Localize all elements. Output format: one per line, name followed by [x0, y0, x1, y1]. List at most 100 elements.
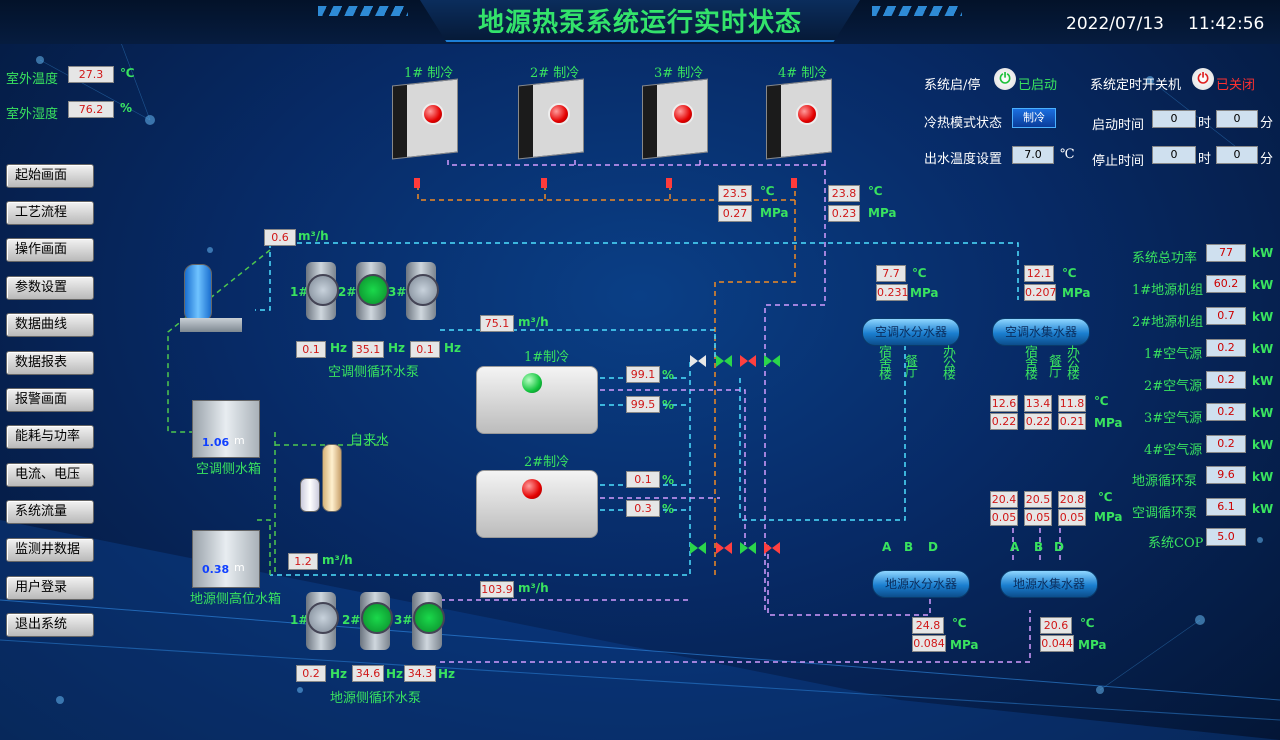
- gs-supply-temp-unit: ℃: [952, 616, 967, 630]
- gs-tank-level-unit: m: [234, 561, 245, 574]
- nav-start[interactable]: 起始画面: [6, 164, 94, 188]
- nav-current-voltage[interactable]: 电流、电压: [6, 463, 94, 487]
- ac-makeup-flow: 0.6: [264, 229, 296, 246]
- gs-supply-pressure-unit: MPa: [950, 638, 979, 652]
- gs-pump-1-hz-unit: Hz: [330, 667, 348, 681]
- mode-button[interactable]: 制冷: [1012, 108, 1056, 128]
- outlet-temp-unit: ℃: [1060, 147, 1075, 162]
- gs-branch-b-pressure: 0.05: [1024, 509, 1052, 526]
- gs-return-pressure-unit: MPa: [1078, 638, 1107, 652]
- ac-return-header[interactable]: 空调水集水器: [992, 318, 1090, 346]
- nav-well-data[interactable]: 监测井数据: [6, 538, 94, 562]
- nav-report[interactable]: 数据报表: [6, 351, 94, 375]
- start-hour-input[interactable]: 0: [1152, 110, 1196, 128]
- gs-main-flow-unit: m³/h: [518, 581, 549, 595]
- hp-supply-pressure: 0.27: [718, 205, 752, 222]
- gs-pump-2-fan-icon: [361, 602, 393, 634]
- page-title: 地源热泵系统运行实时状态: [477, 8, 802, 38]
- ac-pump-2-label: 2#: [338, 285, 357, 299]
- chiller-1-load-2-unit: %: [662, 398, 675, 412]
- ac-pump-1-label: 1#: [290, 285, 309, 299]
- ac-main-flow: 75.1: [480, 315, 514, 332]
- gs-water-tank: [192, 530, 260, 588]
- gs-makeup-flow-unit: m³/h: [322, 553, 353, 567]
- chiller-2-label: 2#制冷: [524, 455, 570, 470]
- power-row-label: 2#地源机组: [1132, 315, 1204, 330]
- power-row-label: 1#空气源: [1144, 347, 1203, 362]
- chiller-2-load-2: 0.3: [626, 500, 660, 517]
- heat-pump-3-label: 3# 制冷: [654, 66, 704, 81]
- power-row-unit: kW: [1252, 502, 1274, 516]
- nav-login[interactable]: 用户登录: [6, 576, 94, 600]
- timer-power-icon[interactable]: ⏻: [1192, 68, 1214, 90]
- power-row-unit: kW: [1252, 470, 1274, 484]
- power-row-unit: kW: [1252, 406, 1274, 420]
- gs-supply-header[interactable]: 地源水分水器: [872, 570, 970, 598]
- ac-return-branch-3: 办公楼: [1064, 345, 1079, 378]
- nav-exit[interactable]: 退出系统: [6, 613, 94, 637]
- system-power-icon[interactable]: ⏻: [994, 68, 1016, 90]
- nav-operation[interactable]: 操作画面: [6, 238, 94, 262]
- power-row-value: 0.7: [1206, 307, 1246, 325]
- ac-pumps-title: 空调侧循环水泵: [328, 365, 420, 380]
- current-date: 2022/07/13: [1066, 14, 1164, 34]
- gs-supply-b: B: [904, 540, 914, 554]
- ac-branch-pressure-unit: MPa: [1094, 416, 1123, 430]
- power-row-label: 系统总功率: [1132, 251, 1198, 266]
- gs-pump-2-hz: 34.6: [352, 665, 384, 682]
- timer-state: 已关闭: [1216, 78, 1256, 93]
- hp-return-temp: 23.8: [828, 185, 860, 202]
- chiller-2-status-light: [522, 479, 542, 499]
- nav-flow[interactable]: 系统流量: [6, 500, 94, 524]
- power-row-label: 空调循环泵: [1132, 506, 1198, 521]
- outlet-temp-input[interactable]: 7.0: [1012, 146, 1054, 164]
- gs-return-temp: 20.6: [1040, 617, 1072, 634]
- gs-supply-pressure: 0.084: [912, 635, 946, 652]
- nav-curves[interactable]: 数据曲线: [6, 313, 94, 337]
- hp-supply-pressure-unit: MPa: [760, 206, 789, 220]
- stop-hour-input[interactable]: 0: [1152, 146, 1196, 164]
- nav-process[interactable]: 工艺流程: [6, 201, 94, 225]
- ac-supply-branch-1: 宿舍楼: [876, 345, 891, 378]
- ac-pump-2-fan-icon: [357, 274, 389, 306]
- ac-branch-1-temp: 12.6: [990, 395, 1018, 412]
- hp-return-temp-unit: ℃: [868, 184, 883, 198]
- stop-minute-unit: 分: [1260, 152, 1274, 167]
- ac-supply-temp-unit: ℃: [912, 266, 927, 280]
- hp-return-pressure-unit: MPa: [868, 206, 897, 220]
- gs-supply-a: A: [882, 540, 892, 554]
- gs-return-header[interactable]: 地源水集水器: [1000, 570, 1098, 598]
- nav-energy[interactable]: 能耗与功率: [6, 425, 94, 449]
- outdoor-humidity-value: 76.2: [68, 101, 114, 118]
- gs-pump-3-hz-unit: Hz: [438, 667, 456, 681]
- system-cop-value: 5.0: [1206, 528, 1246, 546]
- ac-supply-header[interactable]: 空调水分水器: [862, 318, 960, 346]
- power-row-label: 2#空气源: [1144, 379, 1203, 394]
- system-state: 已启动: [1018, 78, 1058, 93]
- makeup-pump-unit: [180, 318, 242, 332]
- nav-alarm[interactable]: 报警画面: [6, 388, 94, 412]
- stop-minute-input[interactable]: 0: [1216, 146, 1258, 164]
- ac-supply-temp: 7.7: [876, 265, 906, 282]
- ac-pump-2-hz-unit: Hz: [388, 341, 406, 355]
- power-row-value: 0.2: [1206, 339, 1246, 357]
- ac-pump-1-icon: [307, 274, 339, 306]
- ac-branch-3-pressure: 0.21: [1058, 413, 1086, 430]
- start-minute-input[interactable]: 0: [1216, 110, 1258, 128]
- gs-branch-b-temp: 20.5: [1024, 491, 1052, 508]
- power-row-unit: kW: [1252, 246, 1274, 260]
- ac-tank-title: 空调侧水箱: [196, 462, 262, 477]
- gs-pump-3-label: 3#: [394, 613, 413, 627]
- ac-pump-3-icon: [407, 274, 439, 306]
- nav-params[interactable]: 参数设置: [6, 276, 94, 300]
- chiller-1-label: 1#制冷: [524, 350, 570, 365]
- chiller-1[interactable]: [476, 366, 598, 434]
- gs-supply-d: D: [928, 540, 938, 554]
- gs-pump-1-label: 1#: [290, 613, 309, 627]
- hp-return-pressure: 0.23: [828, 205, 860, 222]
- stop-hour-unit: 时: [1198, 152, 1212, 167]
- stop-time-label: 停止时间: [1092, 154, 1145, 169]
- ac-return-branch-1: 宿舍楼: [1022, 345, 1037, 378]
- outdoor-temp-value: 27.3: [68, 66, 114, 83]
